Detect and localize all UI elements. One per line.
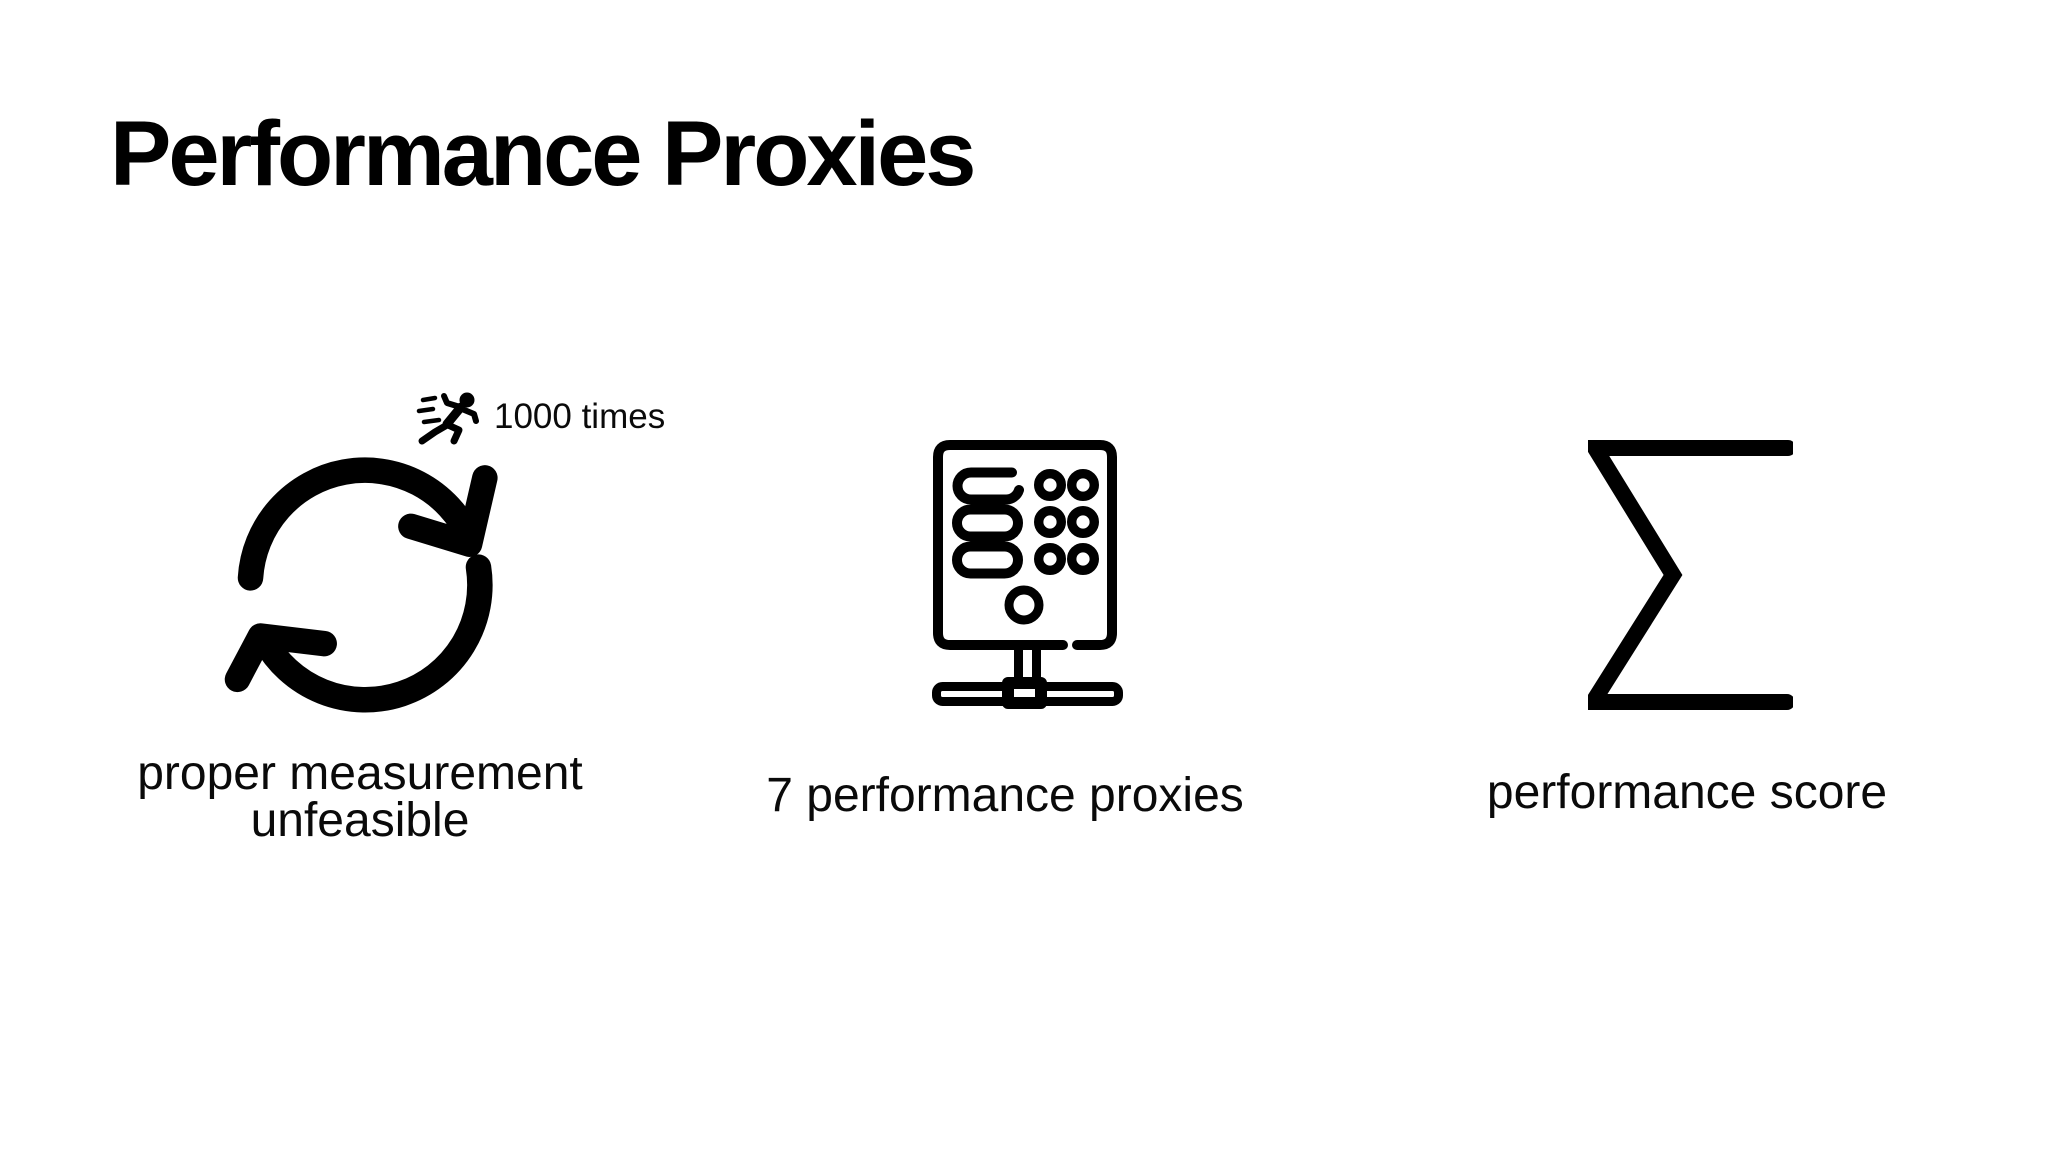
sigma-icon [1588, 440, 1793, 710]
repeat-count-badge: 1000 times [415, 388, 665, 446]
runner-icon [416, 392, 479, 445]
page-title: Performance Proxies [110, 103, 976, 205]
caption-performance-score: performance score [1486, 766, 1888, 819]
caption-measurement-unfeasible: proper measurement unfeasible [137, 747, 583, 847]
refresh-cycle-icon [224, 457, 498, 713]
repeat-count-label: 1000 times [494, 397, 666, 436]
caption-performance-proxies: 7 performance proxies [766, 769, 1244, 822]
server-icon [932, 440, 1123, 709]
